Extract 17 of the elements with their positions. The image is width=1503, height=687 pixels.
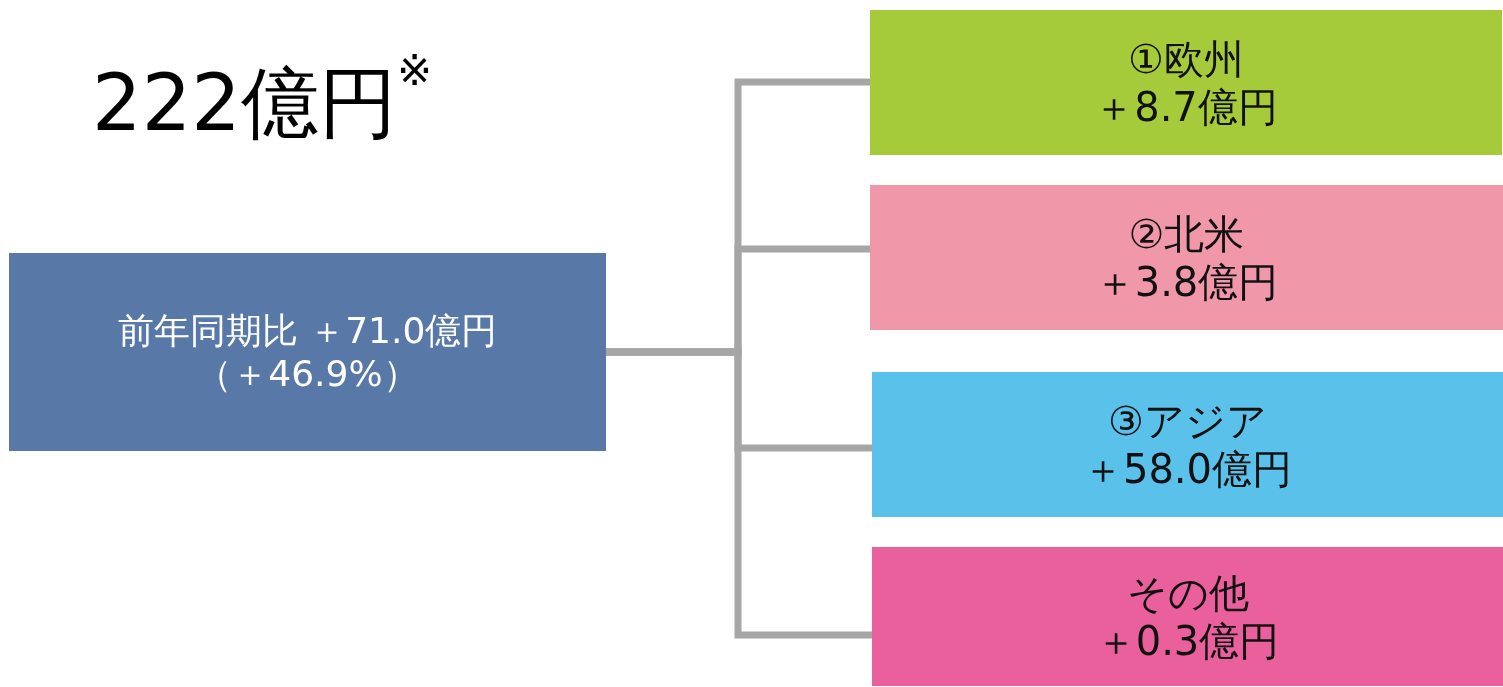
region-box [870, 185, 1503, 330]
node-label: ③アジア [1108, 396, 1267, 445]
region-box [872, 372, 1503, 517]
region-box [872, 547, 1503, 686]
node-label: ②北米 [1128, 209, 1245, 258]
connector-line [606, 348, 872, 639]
region-box [9, 253, 606, 451]
node-label: その他 [1126, 568, 1249, 617]
node-label: 前年同期比 ＋71.0億円 [117, 308, 498, 352]
node-value: ＋58.0億円 [1082, 444, 1293, 493]
region-box [870, 10, 1502, 155]
node-value: ＋0.3億円 [1095, 616, 1280, 665]
node-value: ＋3.8億円 [1094, 257, 1279, 306]
title: 222億円$^{※}$ [92, 52, 433, 150]
node-value: ＋8.7億円 [1094, 82, 1278, 131]
node-value: （＋46.9%） [196, 352, 419, 396]
node-label: ①欧州 [1128, 34, 1244, 83]
